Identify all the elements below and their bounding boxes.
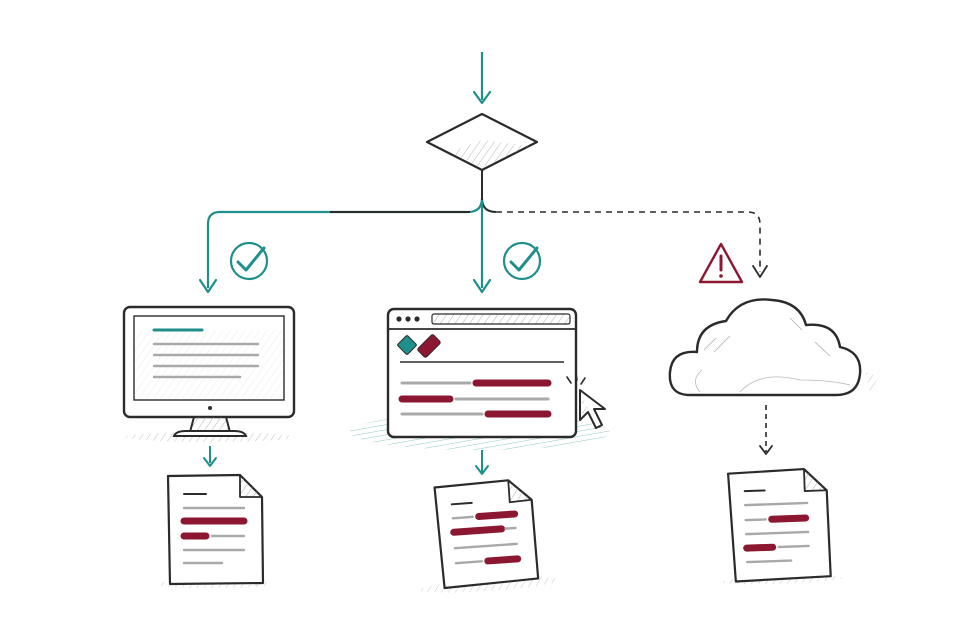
entry-arrow xyxy=(472,52,492,105)
browser-window-icon xyxy=(350,307,610,450)
branch-connectors xyxy=(198,170,768,294)
document-icon xyxy=(721,467,842,585)
decision-diamond-icon xyxy=(425,112,539,172)
desktop-monitor-icon xyxy=(122,305,296,442)
document-icon xyxy=(419,479,560,593)
output-arrows xyxy=(203,405,773,475)
mouse-cursor-icon xyxy=(566,372,606,429)
document-icon xyxy=(156,473,272,588)
warning-triangle-icon xyxy=(698,242,744,284)
cloud-icon xyxy=(668,298,877,397)
check-circle-icon xyxy=(229,241,269,281)
check-circle-icon xyxy=(502,241,542,281)
